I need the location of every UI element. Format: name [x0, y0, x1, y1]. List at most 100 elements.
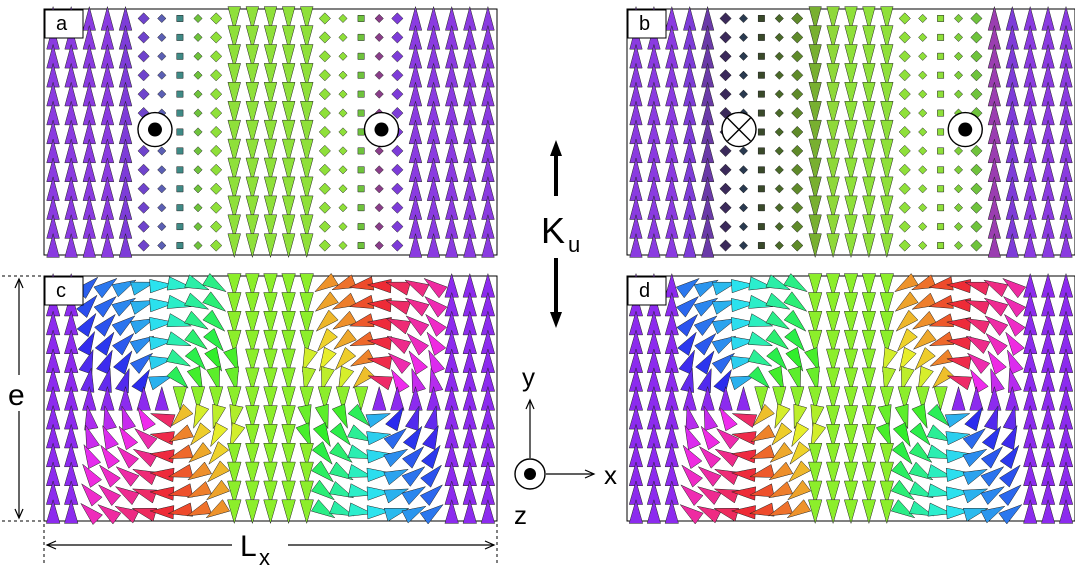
magnetization-arrow — [263, 195, 278, 221]
out-of-plane-square — [176, 109, 184, 117]
magnetization-arrow — [331, 274, 357, 291]
magnetization-arrow — [425, 313, 447, 337]
magnetization-arrow — [786, 499, 812, 519]
magnetization-arrow — [321, 366, 335, 392]
magnetization-arrow — [680, 367, 694, 393]
out-of-plane-square — [176, 147, 184, 155]
magnetization-arrow — [861, 273, 876, 299]
magnetization-arrow — [383, 448, 409, 468]
magnetization-arrow — [718, 385, 733, 411]
magnetization-arrow — [772, 386, 787, 412]
magnetization-arrow — [428, 349, 446, 375]
magnetization-arrow — [931, 366, 955, 389]
magnetization-arrow — [423, 277, 448, 299]
small-vector — [953, 203, 964, 213]
magnetization-arrow — [712, 281, 738, 296]
magnetization-arrow — [227, 233, 241, 259]
magnetization-arrow — [281, 386, 296, 412]
magnetization-arrow — [987, 350, 1007, 375]
magnetization-arrow — [227, 82, 241, 107]
magnetization-arrow — [165, 348, 192, 367]
small-vector — [157, 13, 167, 24]
magnetization-arrow — [76, 294, 98, 319]
small-vector — [898, 220, 911, 233]
magnetization-arrow — [808, 443, 823, 468]
small-vector — [738, 13, 749, 24]
magnetization-arrow — [1041, 232, 1055, 258]
magnetization-arrow — [766, 347, 788, 371]
arrow-up-head — [550, 140, 562, 156]
small-vector — [391, 220, 404, 233]
out-of-plane-square — [937, 15, 945, 22]
magnetization-arrow — [879, 499, 894, 525]
magnetization-arrow — [366, 505, 392, 520]
magnetization-arrow — [281, 6, 296, 32]
magnetization-arrow — [300, 176, 314, 202]
magnetization-arrow — [281, 233, 296, 259]
magnetization-arrow — [245, 273, 260, 299]
magnetization-arrow — [684, 424, 702, 451]
magnetization-arrow — [114, 486, 140, 506]
magnetization-arrow — [808, 461, 823, 487]
out-of-plane-square — [937, 109, 945, 117]
magnetization-arrow — [862, 82, 876, 107]
magnetization-arrow — [245, 329, 260, 355]
magnetization-arrow — [331, 292, 357, 310]
magnetization-arrow — [731, 413, 758, 428]
magnetization-arrow — [347, 502, 374, 517]
magnetization-arrow — [188, 441, 212, 463]
magnetization-arrow — [245, 499, 260, 525]
magnetization-arrow — [263, 443, 278, 468]
magnetization-arrow — [927, 483, 953, 498]
magnetization-arrow — [329, 422, 352, 446]
out-of-plane-square — [757, 147, 765, 155]
magnetization-arrow — [422, 424, 439, 451]
small-vector — [719, 12, 732, 25]
small-vector — [374, 89, 384, 99]
magnetization-arrow — [880, 176, 894, 202]
out-of-plane-square — [357, 109, 365, 117]
magnetization-arrow — [97, 484, 122, 507]
magnetization-arrow — [810, 422, 827, 449]
magnetization-arrow — [463, 232, 477, 258]
small-vector — [318, 69, 331, 82]
small-vector — [157, 89, 167, 99]
magnetization-arrow — [962, 468, 989, 486]
magnetization-arrow — [131, 508, 158, 522]
magnetization-arrow — [912, 328, 937, 350]
magnetization-arrow — [263, 101, 278, 126]
out-of-plane-square — [937, 71, 945, 79]
magnetization-arrow — [406, 332, 430, 356]
magnetization-arrow — [985, 332, 1008, 356]
magnetization-arrow — [102, 424, 119, 451]
magnetization-arrow — [224, 366, 239, 393]
magnetization-arrow — [329, 481, 355, 499]
small-vector — [338, 240, 348, 251]
magnetization-arrow — [385, 281, 411, 296]
width-label-bg — [232, 527, 288, 566]
small-vector — [391, 12, 404, 25]
magnetization-arrow — [111, 332, 135, 356]
magnetization-arrow — [311, 479, 336, 501]
magnetization-arrow — [263, 499, 278, 525]
small-vector — [953, 184, 964, 194]
magnetization-arrow — [94, 331, 115, 356]
magnetization-arrow — [227, 119, 241, 145]
magnetization-arrow — [372, 385, 387, 411]
magnetization-arrow — [697, 466, 722, 487]
out-of-plane-square — [757, 71, 765, 79]
magnetization-arrow — [300, 157, 314, 183]
magnetization-arrow — [167, 444, 194, 460]
small-vector — [391, 201, 404, 214]
magnetization-arrow — [186, 481, 212, 499]
small-vector — [338, 203, 348, 213]
magnetization-arrow — [892, 422, 911, 448]
magnetization-arrow — [808, 25, 822, 51]
magnetization-arrow — [911, 292, 937, 310]
small-vector — [738, 184, 749, 194]
out-of-plane-square — [757, 33, 765, 41]
magnetization-arrow — [862, 214, 876, 240]
magnetization-arrow — [166, 331, 192, 347]
out-of-plane-square — [176, 242, 184, 249]
small-vector — [318, 182, 331, 195]
